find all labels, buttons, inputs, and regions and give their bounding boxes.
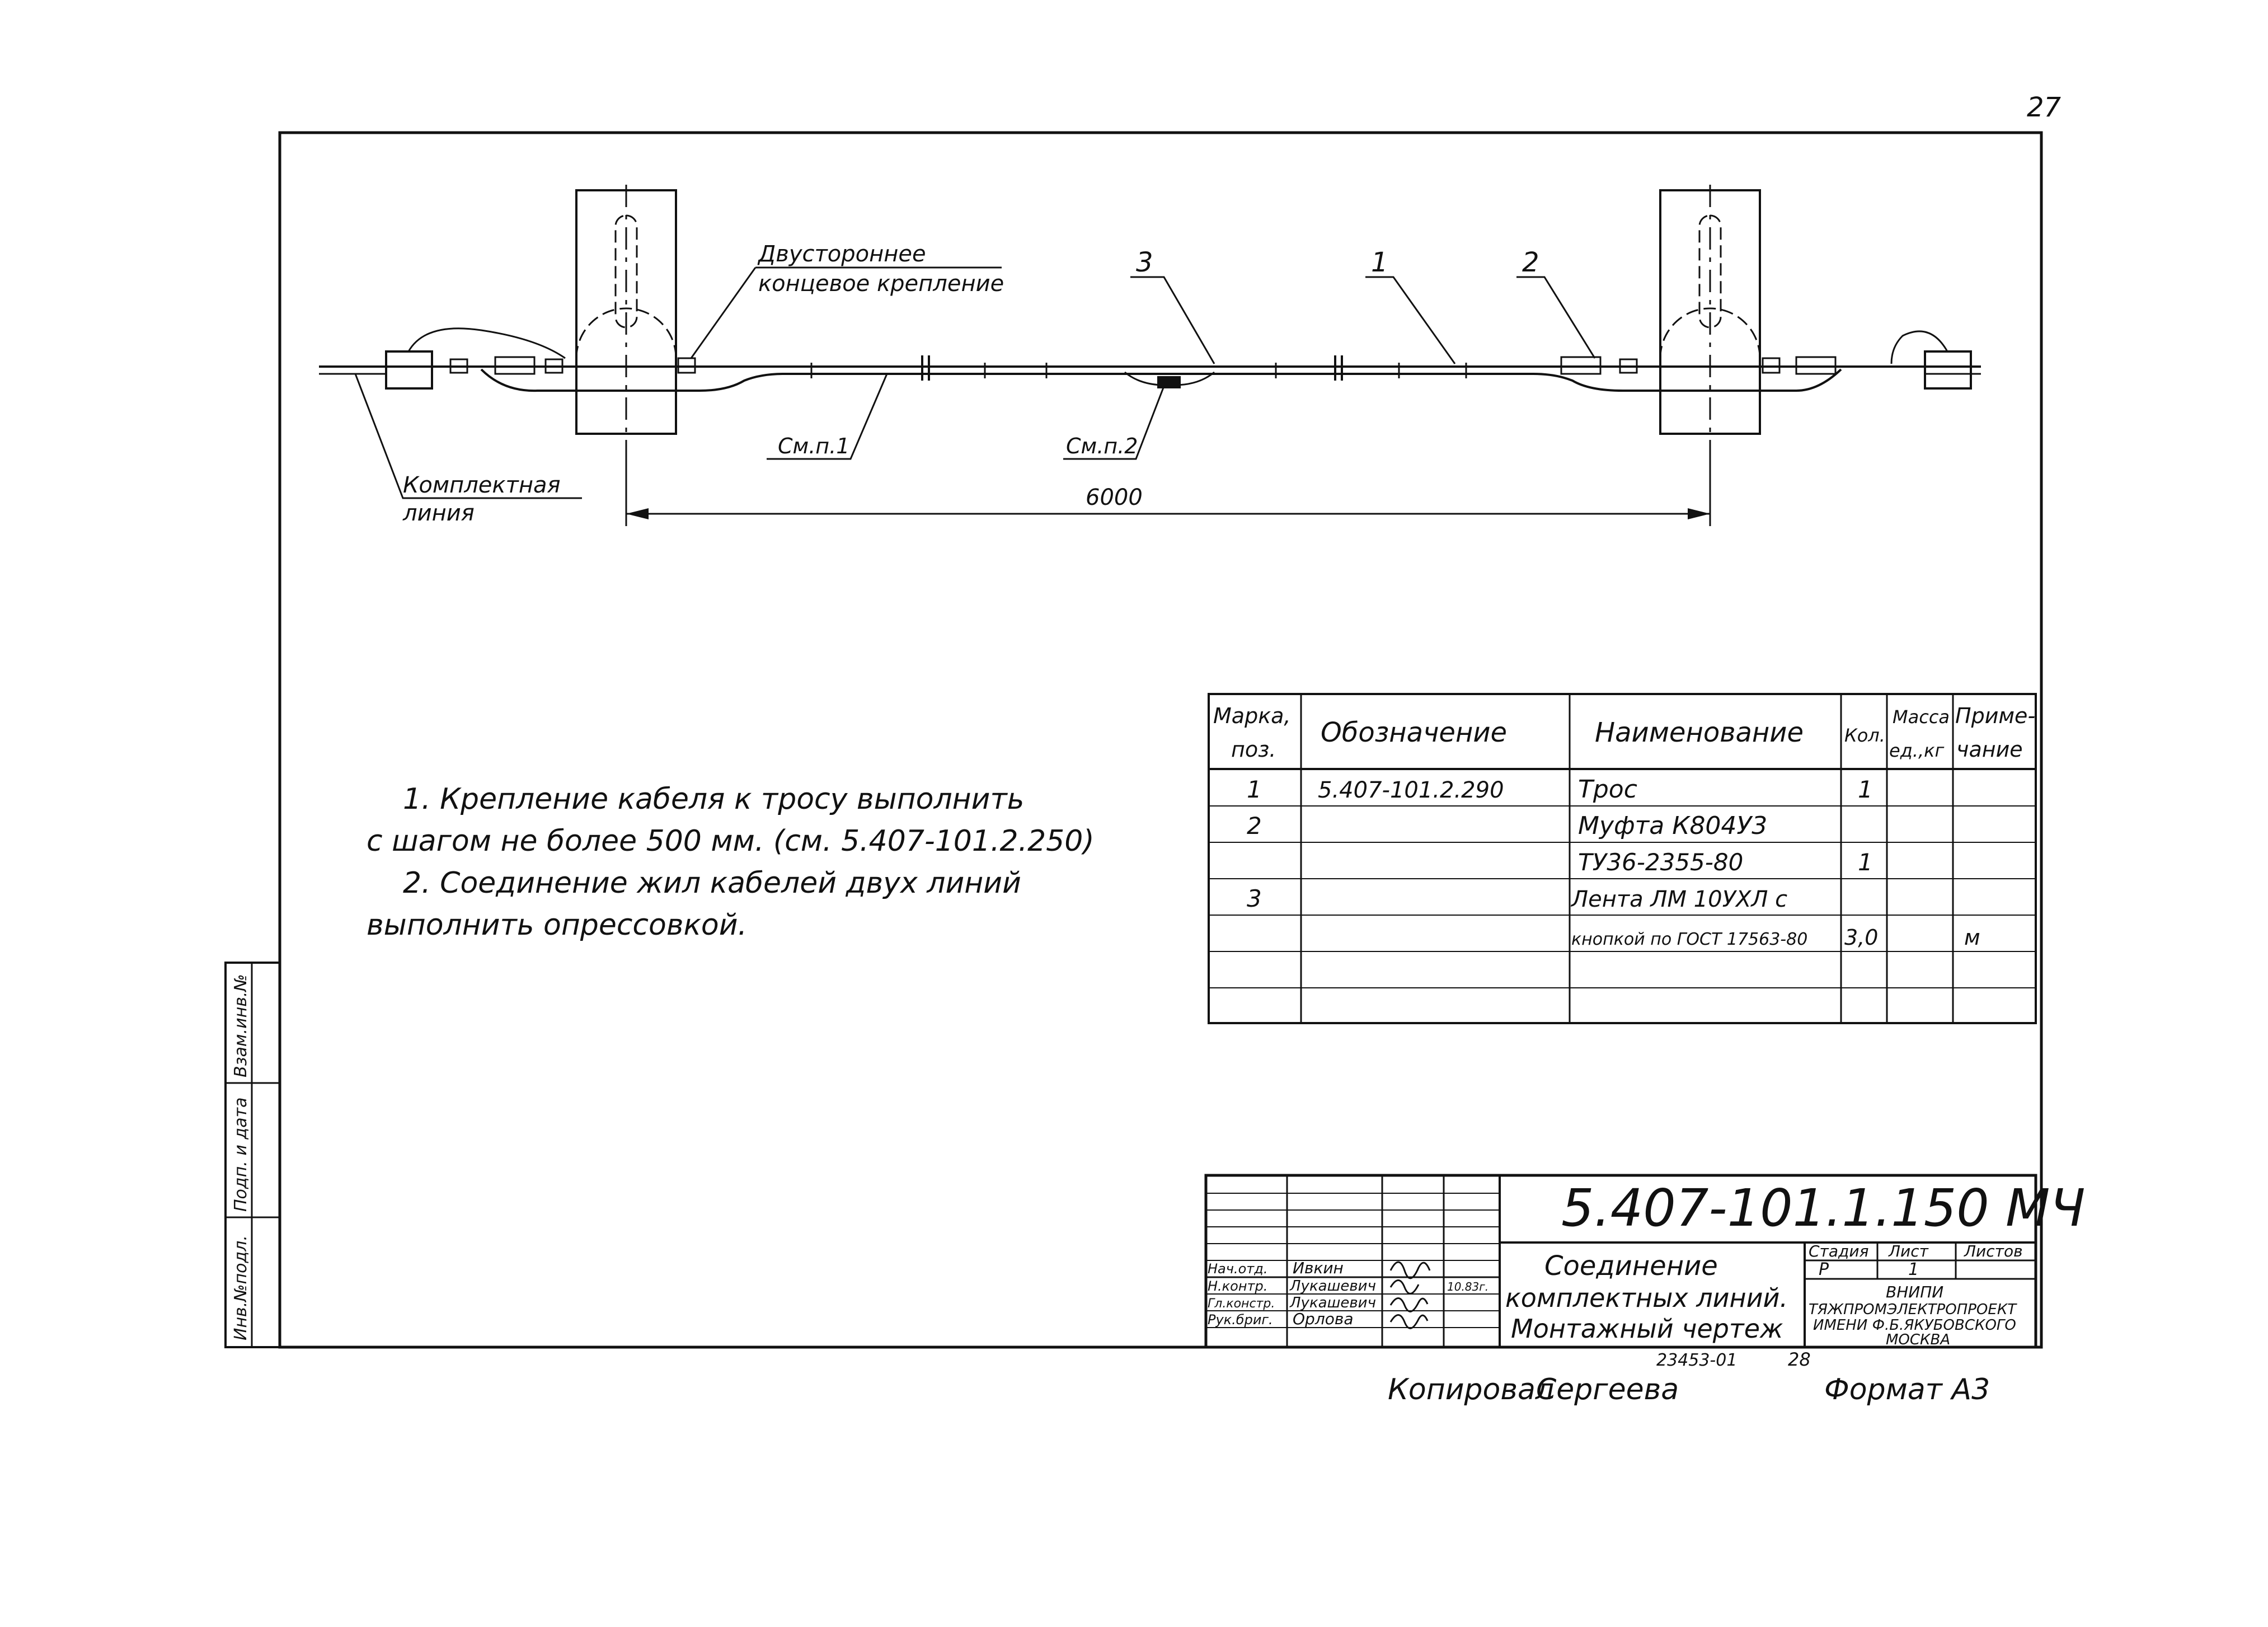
signature-scribble (1389, 1297, 1429, 1312)
signature-scribble (1389, 1261, 1431, 1279)
th-mark-1: Марка, (1213, 704, 1291, 728)
notes: 1. Крепление кабеля к тросу выполнить с … (367, 782, 1095, 942)
table-row: 1 (1858, 776, 1873, 803)
note-line-1: 1. Крепление кабеля к тросу выполнить (403, 782, 1024, 816)
tape-clip-marker (1157, 376, 1181, 388)
callout-pos-2: 2 (1522, 247, 1539, 278)
side-stamp-replace: Взам.инв.№ (231, 974, 251, 1077)
org-line-4: МОСКВА (1886, 1331, 1950, 1348)
sheet-header: Лист (1888, 1242, 1929, 1260)
sig-role: Н.контр. (1208, 1278, 1267, 1294)
footer-copied-by: Копировал (1388, 1373, 1554, 1406)
signature-scribble (1389, 1314, 1429, 1329)
org-line-2: ТЯЖПРОМЭЛЕКТРОПРОЕКТ (1809, 1301, 2017, 1318)
right-support-post (1659, 189, 1761, 435)
document-code: 5.407-101.1.150 МЧ (1561, 1178, 2086, 1238)
callout-pos-1: 1 (1371, 247, 1388, 278)
stage-value: Р (1819, 1260, 1829, 1279)
th-note-2: чание (1956, 737, 2023, 762)
table-row: кнопкой по ГОСТ 17563-80 (1571, 930, 1807, 949)
th-mass-2: ед.,кг (1889, 740, 1944, 761)
note-line-4: выполнить опрессовкой. (367, 908, 747, 942)
footer-copier-name: Сергеева (1536, 1373, 1679, 1406)
side-stamp-inventory: Инв.№подл. (231, 1235, 251, 1340)
table-row: 3,0 (1844, 925, 1878, 950)
org-line-3: ИМЕНИ Ф.Б.ЯКУБОВСКОГО (1813, 1317, 2016, 1334)
th-mass-1: Масса (1893, 706, 1950, 728)
note-line-3: 2. Соединение жил кабелей двух линий (403, 866, 1021, 900)
title-line-1: Соединение (1544, 1250, 1718, 1282)
th-designation: Обозначение (1321, 717, 1507, 748)
table-row: м (1964, 925, 1980, 950)
table-row: 5.407-101.2.290 (1318, 777, 1504, 803)
specification-table: Марка, поз. Обозначение Наименование Кол… (1208, 693, 2037, 1024)
org-line-1: ВНИПИ (1886, 1283, 1943, 1301)
side-stamp: Инв.№подл. Подп. и дата Взам.инв.№ (224, 962, 281, 1348)
title-block: 5.407-101.1.150 МЧ Соединение комплектны… (1204, 1174, 2086, 1370)
title-line-2: комплектных линий. (1505, 1283, 1788, 1313)
table-row: ТУ36-2355-80 (1578, 848, 1743, 876)
sig-name: Ивкин (1293, 1259, 1344, 1277)
table-row: 3 (1247, 885, 1262, 912)
right-end-box (1924, 350, 1972, 390)
th-note-1: Приме- (1955, 704, 2035, 728)
table-row: 1 (1247, 776, 1262, 803)
callout-complete-line-2: линия (402, 500, 475, 526)
table-row: Трос (1578, 775, 1637, 804)
sig-role: Рук.бриг. (1208, 1312, 1273, 1328)
inventory-number: 23453-01 (1656, 1351, 1737, 1370)
callout-double-mount-2: концевое крепление (758, 271, 1004, 297)
page-ref: 28 (1788, 1349, 1811, 1370)
stage-header: Стадия (1809, 1242, 1868, 1260)
table-row: 2 (1247, 812, 1262, 840)
footer-format: Формат А3 (1824, 1373, 1990, 1406)
page-number: 27 (2027, 92, 2062, 123)
title-line-3: Монтажный чертеж (1511, 1314, 1783, 1344)
th-name: Наименование (1595, 717, 1804, 748)
left-support-post (575, 189, 677, 435)
sig-name: Орлова (1293, 1310, 1354, 1328)
note-line-2: с шагом не более 500 мм. (см. 5.407-101.… (367, 824, 1095, 858)
th-qty: Кол. (1844, 725, 1885, 746)
sig-date: 10.83г. (1447, 1280, 1488, 1293)
callout-see-note-2: См.п.2 (1066, 434, 1138, 458)
drawing-frame (278, 131, 2043, 1349)
signature-scribble (1389, 1279, 1420, 1295)
sheets-header: Листов (1964, 1242, 2023, 1260)
callout-double-mount-1: Двустороннее (757, 241, 926, 267)
table-row: 1 (1858, 848, 1873, 876)
cable-assembly-drawing: Двустороннее концевое крепление 3 1 2 См… (319, 185, 1981, 526)
callout-complete-line-1: Комплектная (403, 472, 561, 498)
sig-name: Лукашевич (1289, 1295, 1376, 1311)
callout-see-note-1: См.п.1 (778, 434, 849, 458)
left-end-box (385, 350, 433, 390)
side-stamp-signature: Подп. и дата (231, 1098, 251, 1212)
sig-role: Нач.отд. (1208, 1261, 1267, 1277)
sig-role: Гл.констр. (1208, 1297, 1275, 1311)
table-row: Лента ЛМ 10УХЛ с (1570, 887, 1787, 912)
table-row: Муфта К804У3 (1578, 812, 1767, 840)
sig-name: Лукашевич (1289, 1278, 1376, 1295)
dimension-6000: 6000 (1086, 485, 1143, 510)
sheet-value: 1 (1908, 1260, 1919, 1279)
callout-pos-3: 3 (1136, 247, 1153, 278)
th-mark-2: поз. (1231, 737, 1276, 762)
